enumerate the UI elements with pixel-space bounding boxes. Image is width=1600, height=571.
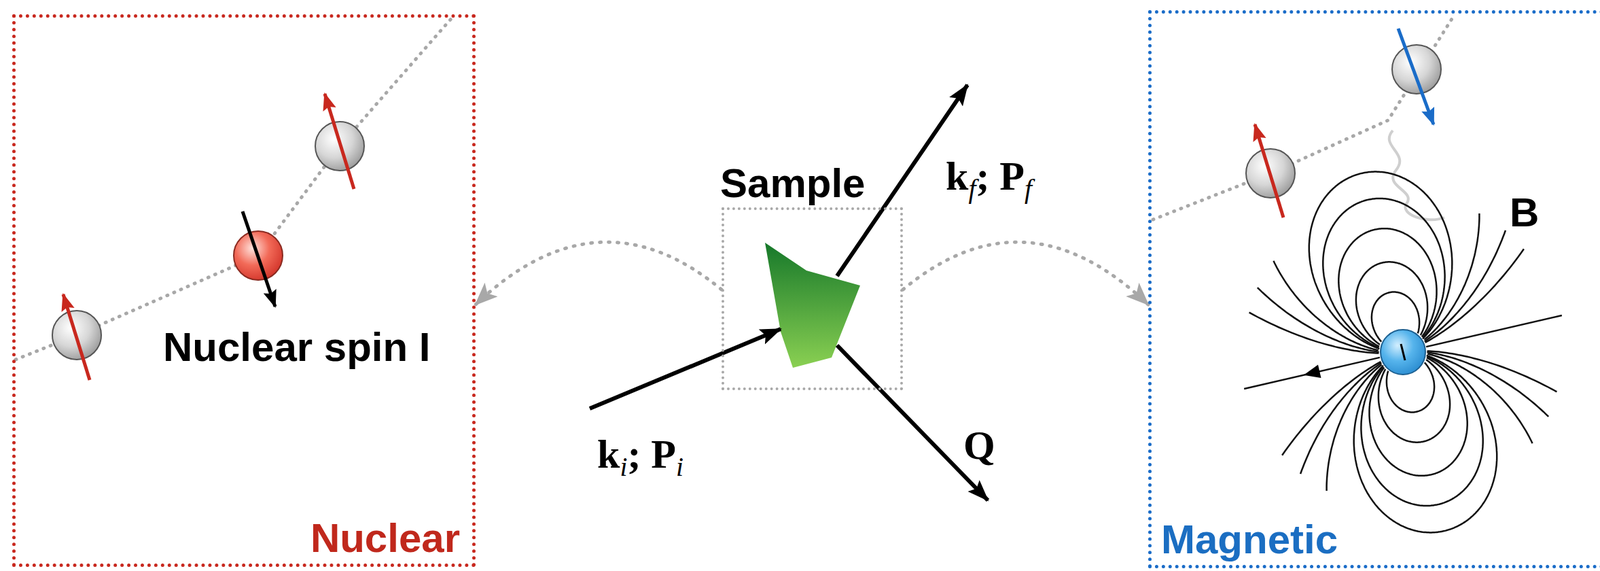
field-line <box>1309 171 1453 349</box>
neutron-path <box>1152 15 1454 220</box>
dotted-connector <box>902 241 1149 305</box>
spin-arrow <box>63 294 90 380</box>
field-line <box>1426 315 1562 347</box>
math-label: kf; Pf <box>945 153 1033 199</box>
subscript: i <box>619 451 628 482</box>
field-line <box>1326 364 1382 491</box>
nuclear-spin-arrow <box>242 211 276 307</box>
field-line <box>1427 353 1533 444</box>
field-line <box>1338 228 1437 347</box>
field-line <box>1427 350 1558 392</box>
subscript: f <box>1024 173 1033 204</box>
field-line <box>1322 198 1445 348</box>
field-line <box>1249 312 1380 354</box>
field-line <box>1424 213 1480 340</box>
spin-arrow <box>324 93 354 189</box>
field-line <box>1243 357 1380 389</box>
field-line <box>1354 355 1498 532</box>
panel-title: Sample <box>720 161 865 206</box>
subscript: i <box>676 451 684 482</box>
dotted-connector <box>475 241 722 305</box>
field-line <box>1369 357 1468 476</box>
panel-title: Nuclear <box>310 515 460 561</box>
neutron-sphere <box>1392 44 1442 94</box>
magnetic-panel: Magnetic <box>1148 10 1600 568</box>
incident-beam <box>589 328 781 409</box>
spin-chain <box>15 15 454 360</box>
component-label: Nuclear spin I <box>163 324 431 370</box>
field-label: B <box>1509 190 1539 236</box>
spin-arrow <box>1398 28 1434 125</box>
math-label: ki; Pi <box>597 431 684 477</box>
field-line <box>1360 356 1483 507</box>
field-line <box>1282 361 1381 456</box>
field-arrow <box>1303 364 1322 378</box>
field-line <box>1425 248 1524 343</box>
math-label: Q <box>963 422 996 468</box>
nuclear-panel: Nuclear <box>12 14 476 567</box>
field-line <box>1300 362 1382 474</box>
field-line <box>1424 230 1506 342</box>
dipole-field <box>1243 171 1562 533</box>
sample-box: Sample <box>721 207 903 390</box>
panel-title: Magnetic <box>1161 517 1338 562</box>
field-line <box>1273 260 1379 351</box>
spin-arrow <box>1254 124 1284 218</box>
dipole-moment <box>1400 343 1406 361</box>
magnetic-dipole <box>1380 329 1426 375</box>
subscript: f <box>968 173 976 204</box>
